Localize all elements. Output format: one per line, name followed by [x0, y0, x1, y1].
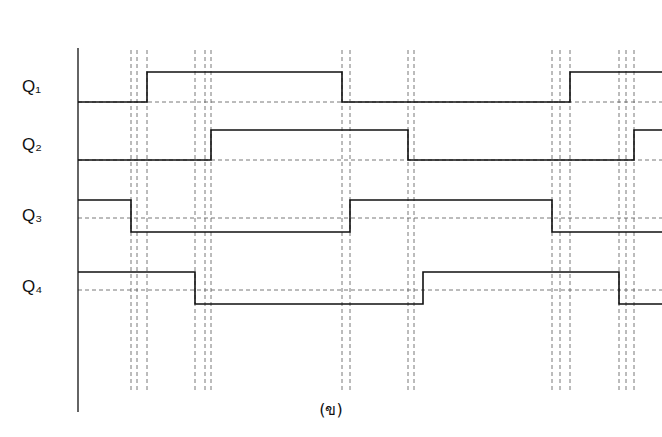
- signal-name: Q₃: [22, 207, 42, 224]
- level-reference: [78, 218, 662, 219]
- level-reference: [78, 290, 662, 291]
- signal-name: Q₁: [22, 78, 41, 95]
- q3-waveform: [78, 200, 662, 232]
- figure-caption: (ข): [317, 400, 344, 419]
- signal-name: Q₄: [22, 278, 42, 295]
- q2-waveform: [78, 130, 662, 160]
- time-marker: [619, 50, 620, 392]
- time-marker: [634, 50, 635, 392]
- time-marker: [205, 50, 206, 392]
- time-marker: [195, 50, 196, 392]
- time-marker: [211, 50, 212, 392]
- q4-waveform: [78, 272, 662, 304]
- signal-name: Q₂: [22, 136, 42, 153]
- q1-waveform: [78, 72, 662, 102]
- time-marker: [626, 50, 627, 392]
